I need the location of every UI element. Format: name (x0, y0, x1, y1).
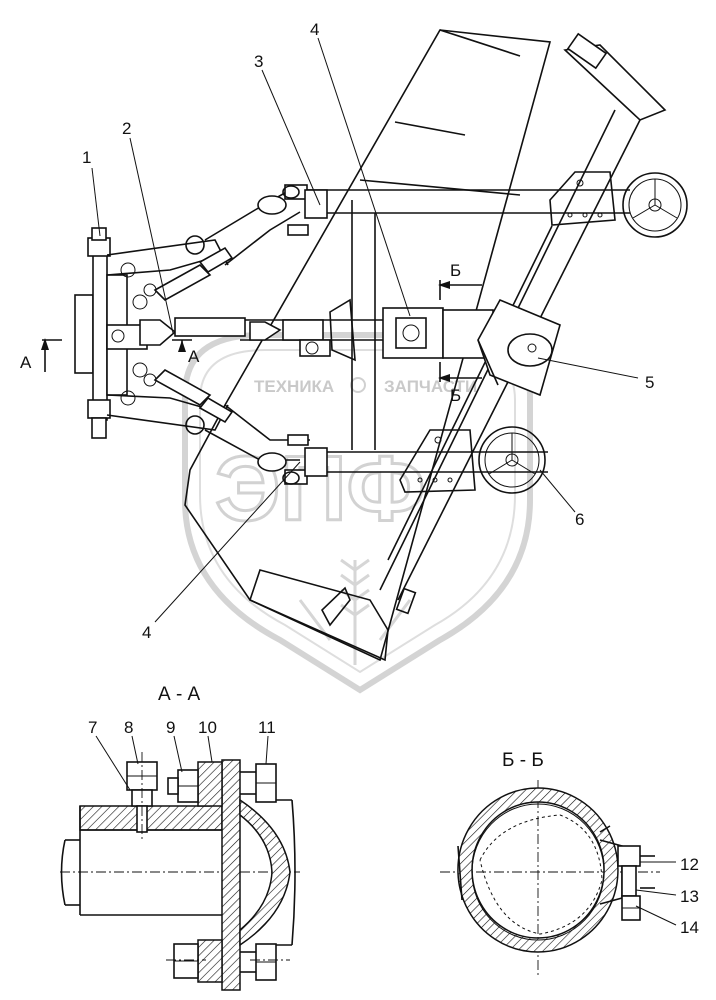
upper-handwheel-icon (622, 172, 688, 238)
upper-wheel-bracket (549, 171, 616, 226)
callouts-main: 1 2 3 4 5 6 4 (82, 20, 654, 642)
section-mark-b: Б Б (438, 261, 482, 405)
callout-8: 8 (124, 718, 133, 737)
watermark-text-right: ЗАПЧАСТИ (384, 377, 477, 396)
callout-1: 1 (82, 148, 91, 167)
lower-handwheel-icon (478, 426, 546, 494)
watermark-gear-icon (350, 377, 366, 393)
callout-9: 9 (166, 718, 175, 737)
watermark-text-left: ТЕХНИКА (254, 377, 334, 396)
callout-13: 13 (680, 887, 699, 906)
lower-clamp (257, 434, 328, 485)
callout-7: 7 (88, 718, 97, 737)
callout-2: 2 (122, 119, 131, 138)
section-mark-b-top: Б (450, 261, 461, 280)
callout-4-top: 4 (310, 20, 319, 39)
lower-wheel-bracket (399, 429, 476, 493)
callout-leaders (91, 37, 639, 623)
section-aa: А - А (60, 684, 300, 991)
hopper-lower-plate (249, 569, 389, 662)
hitch-assembly (74, 189, 310, 461)
section-mark-b-bottom: Б (450, 386, 461, 405)
section-bb: Б - Б 12 13 14 (440, 750, 699, 975)
section-mark-a-left: А (20, 353, 32, 372)
section-bb-title: Б - Б (502, 750, 544, 771)
callout-4-bottom: 4 (142, 623, 151, 642)
main-view (74, 29, 688, 662)
callout-5: 5 (645, 373, 654, 392)
upper-clamp (257, 184, 328, 236)
clamp-ring (457, 787, 619, 953)
watermark-wheat-icon (298, 558, 412, 665)
section-aa-title: А - А (158, 684, 201, 705)
section-mark-a-right: А (188, 347, 200, 366)
flange-disc (239, 798, 291, 947)
section-mark-a: А А (20, 338, 200, 372)
callout-12: 12 (680, 855, 699, 874)
callout-6: 6 (575, 510, 584, 529)
flange (221, 759, 241, 991)
callout-14: 14 (680, 918, 699, 937)
callout-11: 11 (258, 718, 276, 737)
callout-3: 3 (254, 52, 263, 71)
callout-10: 10 (198, 718, 217, 737)
